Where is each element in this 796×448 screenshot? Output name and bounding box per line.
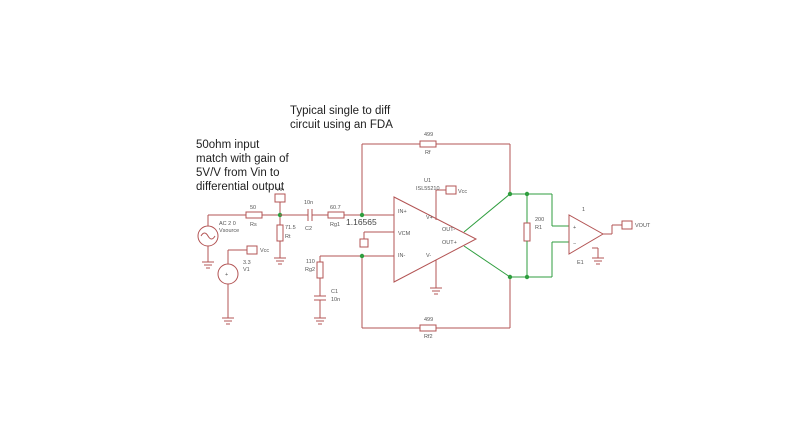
rs-value: 50 xyxy=(250,205,256,211)
input-note-line: differential output xyxy=(196,181,285,193)
resistor-rt[interactable]: 71.5 Rt xyxy=(274,215,296,265)
u1-vcc-label: Vcc xyxy=(458,189,467,195)
resistor-rf[interactable]: 499 Rf xyxy=(361,132,511,215)
e1-plus-mark: + xyxy=(573,225,576,231)
title-note-line: Typical single to diff xyxy=(290,105,391,117)
vcm-source[interactable]: 1.16565 xyxy=(346,217,394,248)
rg1-name: Rg1 xyxy=(330,222,340,228)
rf2-name: Rf2 xyxy=(424,334,433,340)
pin-v-minus: V- xyxy=(426,253,431,259)
rf-name: Rf xyxy=(425,150,431,156)
v1-name: V1 xyxy=(243,267,250,273)
r1-name: R1 xyxy=(535,225,542,231)
rg1-value: 60.7 xyxy=(330,205,341,211)
u1-part: ISL55210 xyxy=(416,186,440,192)
fda-u1[interactable]: U1 ISL55210 Vcc IN+ IN- VCM V+ V- OUT- O… xyxy=(362,178,511,295)
capacitor-c2[interactable]: 10n C2 xyxy=(280,200,328,232)
c1-name: C1 xyxy=(331,289,338,295)
input-note-line: match with gain of xyxy=(196,153,289,165)
junction-out-plus xyxy=(507,274,513,280)
rg2-name: Rg2 xyxy=(305,267,315,273)
pin-in-plus: IN+ xyxy=(398,209,407,215)
resistor-rg1[interactable]: 60.7 Rg1 xyxy=(327,205,362,228)
rf2-value: 499 xyxy=(424,317,433,323)
title-note: Typical single to diff circuit using an … xyxy=(290,104,393,132)
v1-vcc-label: Vcc xyxy=(260,248,269,254)
vcm-value: 1.16565 xyxy=(346,217,377,227)
vin-probe-label: Vin xyxy=(276,187,284,193)
input-note-line: 50ohm input xyxy=(196,139,260,151)
vsource-value: AC 2 0 xyxy=(219,221,236,227)
r1-value: 200 xyxy=(535,217,544,223)
dc-source-v1[interactable]: + 3.3 V1 Vcc xyxy=(217,245,269,325)
vsource[interactable]: AC 2 0 Vsource xyxy=(197,215,239,269)
pin-out-minus: OUT- xyxy=(442,227,455,233)
rg2-value: 110 xyxy=(306,259,315,265)
rs-name: Rs xyxy=(250,222,257,228)
rt-value: 71.5 xyxy=(285,225,296,231)
input-note-line: 5V/V from Vin to xyxy=(196,167,280,179)
pin-out-plus: OUT+ xyxy=(442,240,457,246)
c2-name: C2 xyxy=(305,226,312,232)
junction-out-minus xyxy=(507,191,513,197)
resistor-r1[interactable]: 200 R1 xyxy=(510,193,544,278)
c2-value: 10n xyxy=(304,200,313,206)
pin-v-plus: V+ xyxy=(426,215,433,221)
resistor-rf2[interactable]: 499 Rf2 xyxy=(361,256,511,340)
pin-in-minus: IN- xyxy=(398,253,406,259)
title-note-line: circuit using an FDA xyxy=(290,119,393,131)
input-match-note: 50ohm input match with gain of 5V/V from… xyxy=(196,138,289,194)
rf-value: 499 xyxy=(424,132,433,138)
capacitor-c1[interactable]: C1 10n xyxy=(314,289,340,325)
vsource-name: Vsource xyxy=(219,228,239,234)
v1-plus-mark: + xyxy=(225,272,228,278)
e1-name: E1 xyxy=(577,260,584,266)
c1-value: 10n xyxy=(331,297,340,303)
vout-label: VOUT xyxy=(635,223,651,229)
resistor-rs[interactable]: 50 Rs xyxy=(208,205,280,228)
rt-name: Rt xyxy=(285,234,291,240)
resistor-rg2[interactable]: 110 Rg2 xyxy=(305,255,362,296)
pin-vcm: VCM xyxy=(398,231,411,237)
e1-gain: 1 xyxy=(582,207,585,213)
e1-minus-mark: − xyxy=(573,241,576,247)
junction-in-plus xyxy=(359,212,365,218)
diff-amp-e1[interactable]: + − 1 E1 VOUT xyxy=(527,193,651,278)
junction-in-minus xyxy=(359,253,365,259)
u1-name: U1 xyxy=(424,178,431,184)
vin-probe[interactable]: Vin xyxy=(274,187,286,215)
v1-value: 3.3 xyxy=(243,260,251,266)
